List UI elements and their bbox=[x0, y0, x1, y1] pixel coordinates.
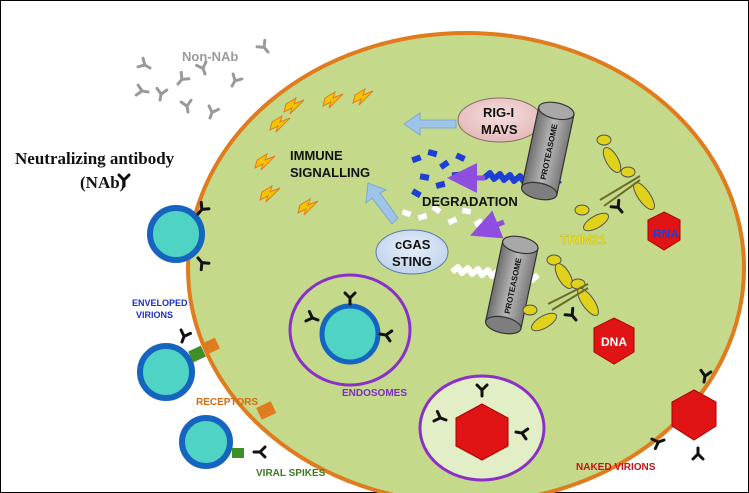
enveloped-virion-1 bbox=[147, 200, 211, 272]
endosome-naked bbox=[418, 374, 546, 482]
lightning-icon bbox=[254, 152, 276, 171]
naked-virions-label: NAKED VIRIONS bbox=[576, 462, 656, 473]
receptor-free bbox=[256, 401, 277, 420]
immune-signalling-line1: IMMUNE bbox=[290, 148, 343, 163]
enveloped-label-2: VIRIONS bbox=[136, 310, 173, 320]
nab-label-line1: Neutralizing antibody bbox=[15, 149, 175, 168]
trim21-bottom bbox=[522, 254, 599, 332]
viral-spike bbox=[188, 345, 206, 363]
lightning-icon bbox=[352, 87, 374, 106]
lightning-icon bbox=[269, 114, 291, 133]
trim21-label: TRIM21 bbox=[560, 232, 606, 247]
rna-label: RNA bbox=[653, 227, 679, 241]
arrow-cgas-to-immune bbox=[365, 182, 399, 225]
lightning-bolts bbox=[254, 87, 374, 216]
cgas-label: cGAS bbox=[395, 237, 431, 252]
dna-capsid: DNA bbox=[593, 317, 635, 365]
rig-mavs-sensor: RIG-I MAVS bbox=[457, 97, 543, 143]
rna-capsid: RNA bbox=[647, 211, 681, 251]
degradation-label: DEGRADATION bbox=[422, 194, 518, 209]
mavs-label: MAVS bbox=[481, 122, 518, 137]
sting-label: STING bbox=[392, 254, 432, 269]
immune-signalling-line2: SIGNALLING bbox=[290, 165, 370, 180]
rig-label: RIG-I bbox=[483, 105, 514, 120]
enveloped-virion-2 bbox=[137, 328, 220, 401]
enveloped-label-1: ENVELOPED bbox=[132, 298, 188, 308]
arrow-rig-to-immune bbox=[403, 112, 457, 136]
trim21-top bbox=[574, 134, 655, 232]
dna-label: DNA bbox=[601, 335, 627, 349]
endosome-enveloped bbox=[288, 273, 412, 387]
viral-spikes-label: VIRAL SPIKES bbox=[256, 468, 326, 479]
endosomes-label: ENDOSOMES bbox=[342, 388, 407, 399]
viral-spike bbox=[232, 448, 244, 458]
non-nab-label: Non-NAb bbox=[182, 49, 238, 64]
receptor bbox=[202, 337, 220, 355]
receptors-label: RECEPTORS bbox=[196, 397, 258, 408]
proteasome-top: PROTEASOME bbox=[520, 101, 575, 201]
lightning-icon bbox=[283, 96, 305, 115]
arrow-degradation-dna bbox=[470, 210, 505, 239]
lightning-icon bbox=[259, 184, 281, 203]
enveloped-virion-3 bbox=[179, 415, 267, 469]
lightning-icon bbox=[297, 197, 319, 216]
nab-label-line2: (NAb) bbox=[80, 173, 125, 192]
lightning-icon bbox=[322, 90, 344, 109]
cgas-sting-sensor: cGAS STING bbox=[375, 229, 449, 275]
naked-virion-outside bbox=[650, 368, 717, 461]
